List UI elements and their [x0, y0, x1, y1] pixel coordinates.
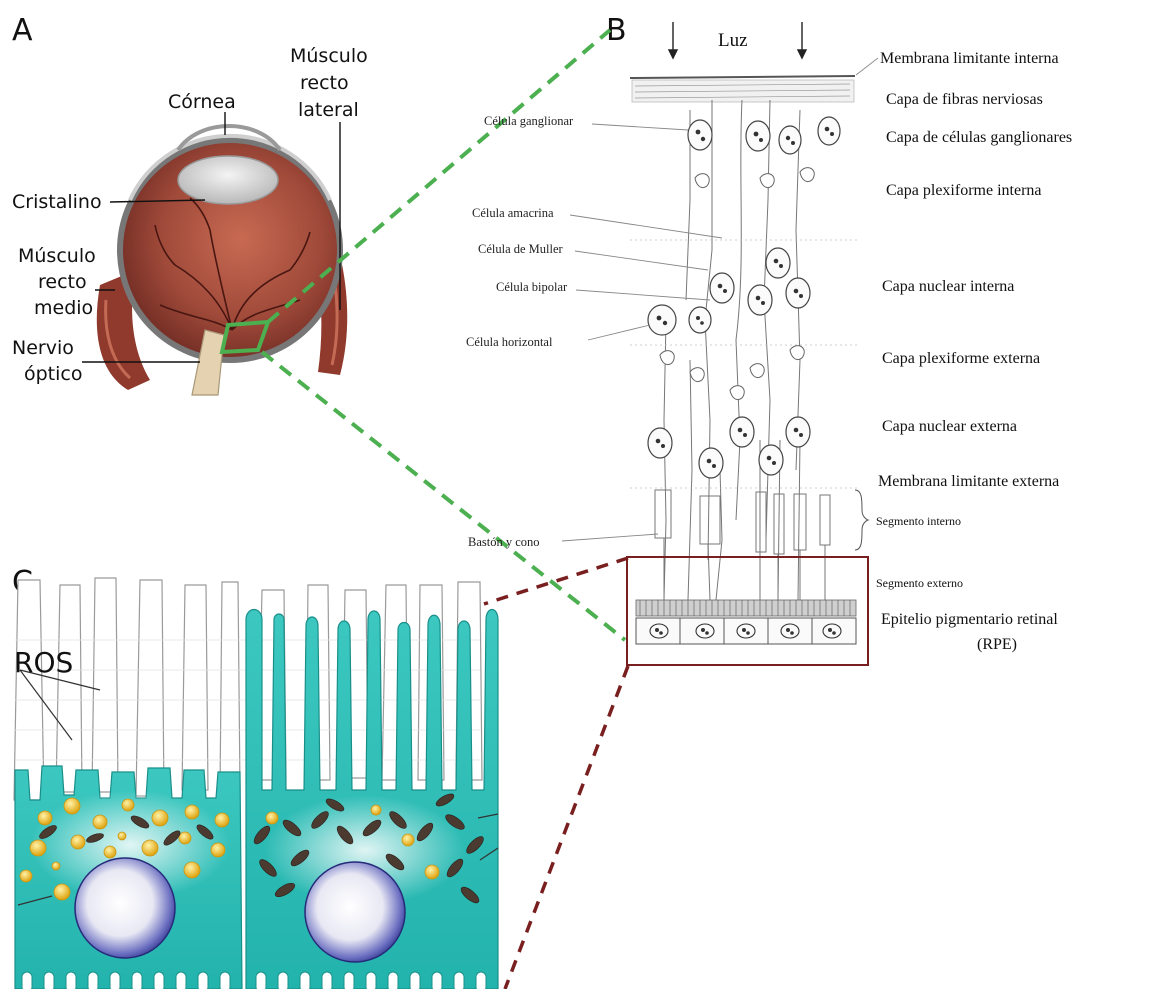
- label-ros: ROS: [14, 646, 73, 679]
- label-medial-muscle-3: medio: [34, 297, 93, 319]
- label-bipolar-cell: Célula bipolar: [496, 280, 568, 294]
- label-outer-limiting-membrane: Membrana limitante externa: [878, 473, 1059, 490]
- rpe-nucleus-right: [305, 862, 405, 962]
- rod-cone-segments: [655, 490, 830, 605]
- label-inner-nuclear-layer: Capa nuclear interna: [882, 278, 1014, 295]
- rpe-nucleus-left: [75, 858, 175, 958]
- label-rpe-2: (RPE): [977, 636, 1017, 653]
- rpe-microvilli: [636, 600, 856, 616]
- label-rpe-1: Epitelio pigmentario retinal: [881, 611, 1058, 628]
- retina-diagram: [627, 22, 868, 665]
- label-lateral-muscle-1: Músculo: [290, 45, 368, 67]
- label-optic-nerve-2: óptico: [24, 363, 82, 385]
- eye-illustration: [97, 126, 347, 395]
- label-lens: Cristalino: [12, 191, 102, 213]
- label-inner-plexiform-layer: Capa plexiforme interna: [886, 182, 1042, 199]
- muller-fibers: [664, 100, 800, 600]
- label-light: Luz: [718, 30, 748, 51]
- label-outer-nuclear-layer: Capa nuclear externa: [882, 418, 1017, 435]
- label-nerve-fiber-layer: Capa de fibras nerviosas: [886, 91, 1043, 108]
- label-ganglion-cell-layer: Capa de células ganglionares: [886, 129, 1072, 146]
- label-rod-cone: Bastón y cono: [468, 535, 540, 549]
- label-amacrine-cell: Célula amacrina: [472, 206, 554, 220]
- label-medial-muscle-2: recto: [38, 271, 87, 293]
- label-medial-muscle-1: Músculo: [18, 245, 96, 267]
- label-muller-cell: Célula de Muller: [478, 242, 564, 256]
- lens: [178, 156, 278, 204]
- label-ganglion-cell: Célula ganglionar: [484, 114, 574, 128]
- panel-label-a: A: [12, 13, 33, 48]
- label-lateral-muscle-3: lateral: [298, 99, 359, 121]
- rpe-detail-illustration: [14, 578, 498, 989]
- label-inner-segment: Segmento interno: [876, 514, 961, 528]
- label-horizontal-cell: Célula horizontal: [466, 335, 553, 349]
- label-inner-limiting-membrane: Membrana limitante interna: [880, 50, 1059, 67]
- label-outer-plexiform-layer: Capa plexiforme externa: [882, 350, 1040, 367]
- label-cornea: Córnea: [168, 91, 236, 113]
- red-zoom-connectors: [484, 558, 628, 989]
- inner-limiting-membrane: [630, 76, 855, 78]
- label-outer-segment: Segmento externo: [876, 576, 963, 590]
- inner-segment-bracket: [855, 490, 868, 550]
- label-lateral-muscle-2: recto: [300, 72, 349, 94]
- label-optic-nerve-1: Nervio: [12, 337, 74, 359]
